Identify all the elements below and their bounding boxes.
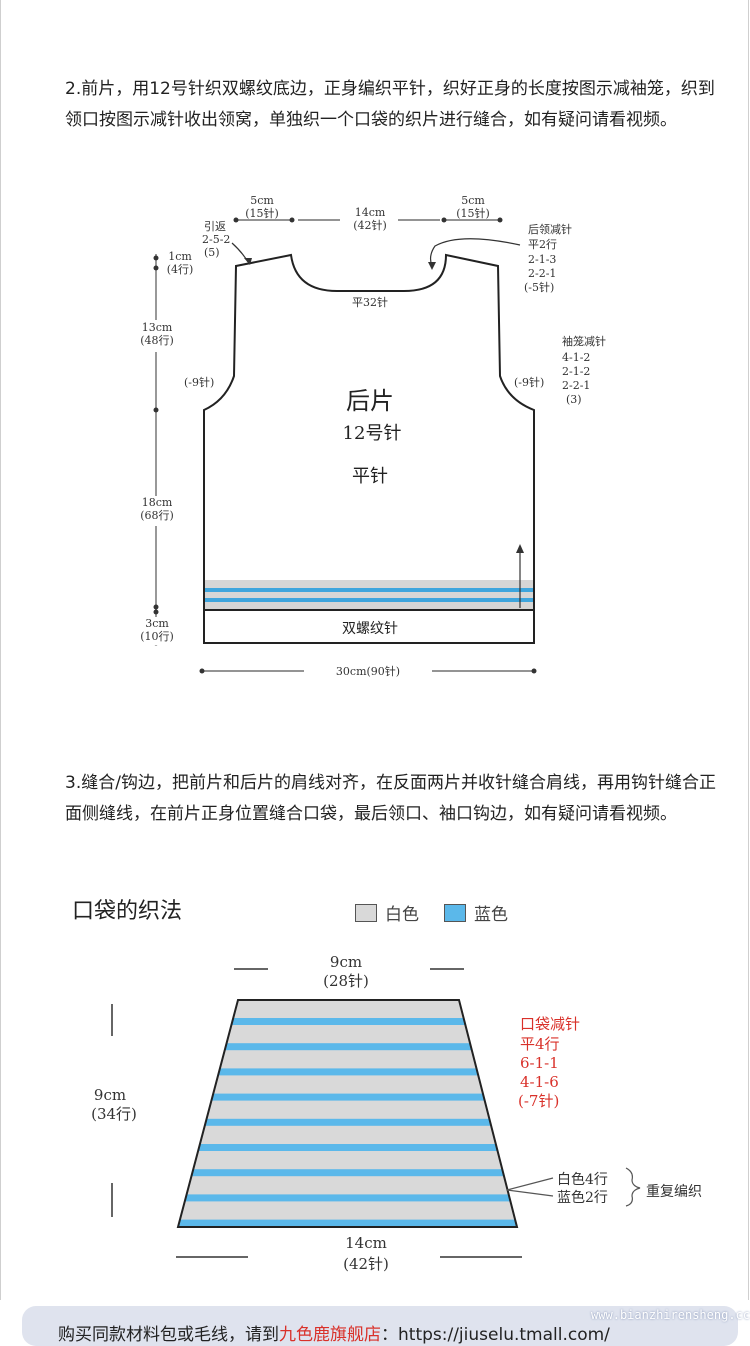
armhole-right-dec: (-9针) — [514, 375, 544, 389]
back-neck-2: 2-1-3 — [528, 253, 556, 266]
pocket-top-cm: 9cm — [330, 953, 362, 971]
back-neck-4: (-5针) — [524, 280, 554, 294]
pocket-diagram — [111, 968, 641, 1258]
height-4-cm: 3cm — [145, 617, 169, 630]
knitting-diagrams: 5cm (15针) 14cm (42针) 5cm (15针) 引返 2-5-2 … — [91, 194, 702, 1273]
height-3-rows: (68行) — [140, 509, 174, 522]
left-border-line — [0, 0, 1, 1300]
pocket-dec-title: 口袋减针 — [520, 1015, 580, 1033]
needle-size: 12号针 — [343, 423, 402, 444]
pocket-blue-stripe — [178, 1043, 517, 1051]
piece-name: 后片 — [346, 387, 394, 415]
height-4-rows: (10行) — [140, 630, 174, 643]
armhole-dec-title: 袖笼减针 — [562, 334, 606, 348]
back-neck-1: 平2行 — [528, 238, 557, 251]
pocket-dec-1: 平4行 — [520, 1035, 560, 1053]
armhole-dec-1: 4-1-2 — [562, 351, 590, 364]
armhole-dec-3: 2-2-1 — [562, 379, 590, 392]
pocket-blue-stripe — [178, 1219, 517, 1227]
blue-stripe-1 — [204, 588, 534, 592]
height-3-cm: 18cm — [142, 496, 173, 509]
shop-link[interactable]: 九色鹿旗舰店 — [279, 1325, 381, 1345]
site-watermark: www.bianzhirensheng.cc — [591, 1308, 750, 1322]
pocket-blue-stripe — [178, 1118, 517, 1126]
pocket-height-rows: (34行) — [91, 1105, 137, 1123]
right-border-line — [748, 0, 749, 1300]
legend-white-label: 白色 — [385, 905, 419, 925]
armhole-dec-2: 2-1-2 — [562, 365, 590, 378]
back-piece-outline — [203, 253, 535, 644]
stripe-white-rows: 白色4行 — [557, 1171, 608, 1188]
neck-width-st: (42针) — [353, 218, 387, 232]
blue-stripe-2 — [204, 598, 534, 602]
pocket-bottom-cm: 14cm — [345, 1234, 387, 1252]
pocket-white-fill — [178, 1000, 517, 1227]
short-rows-1: 2-5-2 — [202, 233, 230, 246]
shoulder-left-cm: 5cm — [250, 194, 274, 207]
height-1-cm: 1cm — [168, 250, 192, 263]
stripe-repeat: 重复编织 — [646, 1183, 702, 1200]
shoulder-left-st: (15针) — [245, 206, 279, 220]
body-width: 30cm(90针) — [336, 664, 400, 678]
shop-banner-text: 购买同款材料包或毛线，请到九色鹿旗舰店：https://jiuselu.tmal… — [58, 1320, 610, 1345]
pocket-blue-stripe — [178, 1093, 517, 1101]
stripe-blue-rows: 蓝色2行 — [557, 1189, 608, 1206]
pocket-dec-3: 4-1-6 — [520, 1073, 559, 1091]
height-1-rows: (4行) — [167, 263, 194, 276]
white-swatch — [355, 903, 377, 922]
neck-flat-sts: 平32针 — [352, 295, 388, 309]
pocket-dec-2: 6-1-1 — [520, 1054, 559, 1072]
legend-blue-label: 蓝色 — [474, 905, 508, 925]
height-2-cm: 13cm — [142, 321, 173, 334]
banner-prefix: 购买同款材料包或毛线，请到 — [58, 1325, 279, 1345]
section-3-instructions: 3.缝合/钩边，把前片和后片的肩线对齐，在反面两片并收针缝合肩线，再用钩针缝合正… — [65, 773, 716, 824]
rib-label: 双螺纹针 — [342, 621, 398, 637]
short-rows-2: (5) — [204, 246, 220, 259]
shoulder-right-st: (15针) — [456, 206, 490, 220]
pocket-title: 口袋的织法 — [72, 899, 183, 924]
pocket-blue-stripe — [178, 1068, 517, 1076]
pocket-blue-stripe — [178, 1018, 517, 1025]
back-neck-title: 后领减针 — [528, 222, 572, 236]
stitch-type: 平针 — [352, 466, 388, 487]
banner-url[interactable]: ：https://jiuselu.tmall.com/ — [381, 1325, 610, 1345]
back-neck-3: 2-2-1 — [528, 267, 556, 280]
section-2-instructions: 2.前片，用12号针织双螺纹底边，正身编织平针，织好正身的长度按图示减袖笼，织到… — [65, 79, 715, 130]
height-2-rows: (48行) — [140, 334, 174, 347]
neck-width-cm: 14cm — [355, 206, 386, 219]
back-piece-diagram — [138, 217, 537, 674]
short-rows-title: 引返 — [204, 219, 226, 233]
legend-blue: 蓝色 — [444, 900, 508, 925]
pocket-top-st: (28针) — [323, 972, 369, 990]
pocket-blue-stripe — [178, 1169, 517, 1177]
pocket-outline — [176, 999, 519, 1228]
stripe-band — [204, 580, 534, 610]
armhole-dec-4: (3) — [566, 393, 582, 406]
pocket-bottom-st: (42针) — [343, 1255, 389, 1273]
blue-swatch — [444, 903, 466, 922]
shoulder-right-cm: 5cm — [461, 194, 485, 207]
armhole-left-dec: (-9针) — [184, 375, 214, 389]
pocket-height-cm: 9cm — [94, 1086, 126, 1104]
pocket-blue-stripe — [178, 1194, 517, 1202]
pocket-blue-stripe — [178, 1144, 517, 1151]
pocket-dec-4: (-7针) — [518, 1092, 559, 1110]
legend-white: 白色 — [355, 900, 419, 925]
